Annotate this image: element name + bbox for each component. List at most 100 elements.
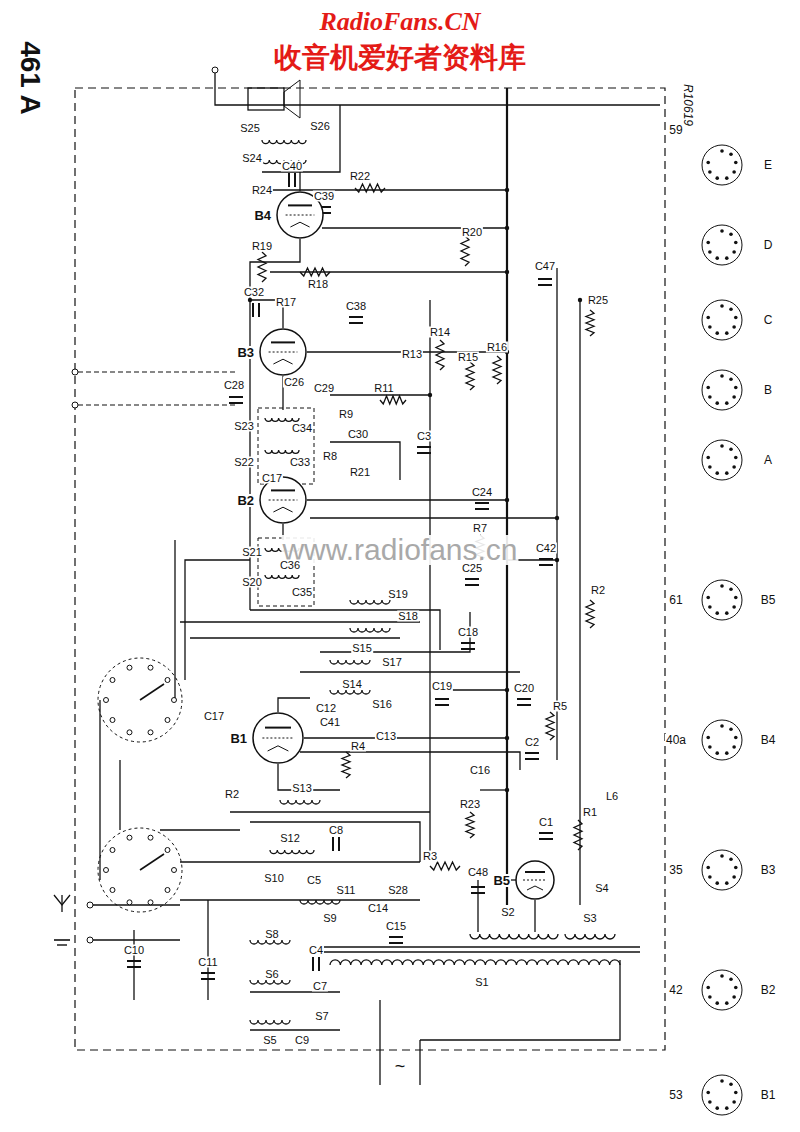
socket-pin (734, 736, 738, 740)
coil-symbol (330, 690, 370, 694)
socket-pin (715, 331, 719, 335)
socket-pin (734, 161, 738, 165)
socket-label: C (763, 314, 774, 326)
component-label: C9 (294, 1035, 310, 1046)
wire (480, 789, 507, 790)
socket-pin (725, 1001, 729, 1005)
socket-pin (720, 974, 724, 978)
socket-pin (708, 395, 712, 399)
coil-symbol (270, 850, 314, 854)
socket-pin (734, 1091, 738, 1095)
junction-dot (505, 788, 509, 792)
component-label: C1 (538, 817, 554, 828)
component-label: C34 (291, 423, 313, 434)
wire (310, 517, 557, 518)
coil-symbol (350, 628, 390, 632)
capacitor-symbol (127, 961, 141, 967)
resistor-symbol (300, 268, 330, 276)
resistor-symbol (586, 310, 594, 336)
socket-pin (729, 727, 733, 731)
wire (250, 1029, 340, 1030)
socket-pin (725, 331, 729, 335)
socket-label: A (763, 454, 773, 466)
socket-pin (708, 605, 712, 609)
component-label: S15 (351, 643, 373, 654)
switch-contact (127, 665, 132, 670)
socket-label: B2 (760, 984, 777, 996)
capacitor-symbol (313, 957, 319, 971)
tube-label: B3 (236, 346, 255, 359)
component-label: S1 (474, 977, 489, 988)
pickup-terminal (72, 402, 78, 408)
component-label: S18 (397, 611, 419, 622)
socket-pin (706, 161, 710, 165)
coil-symbol (265, 450, 299, 453)
wire (579, 300, 580, 905)
socket-pin (715, 176, 719, 180)
coil-symbol (280, 800, 320, 804)
socket-pin (706, 736, 710, 740)
socket-pin (715, 256, 719, 260)
capacitor-symbol (229, 397, 243, 403)
resistor-symbol (461, 236, 469, 266)
tube-node: B3 (259, 328, 307, 376)
socket-pin (715, 1106, 719, 1110)
socket-label: 61 (668, 594, 683, 606)
socket-pin (720, 1079, 724, 1083)
socket-pin (732, 745, 736, 749)
component-label: C25 (461, 563, 483, 574)
component-label: S11 (336, 885, 357, 896)
tube-label: B2 (236, 494, 255, 507)
capacitor-symbol (289, 173, 295, 187)
coil-symbol (470, 934, 558, 939)
socket-pin (729, 1082, 733, 1086)
component-label: C20 (513, 683, 535, 694)
component-label: S23 (233, 421, 255, 432)
socket-label: B4 (760, 734, 777, 746)
component-label: S6 (264, 969, 279, 980)
capacitor-symbol (539, 833, 553, 839)
socket-pin (708, 170, 712, 174)
wire (250, 822, 420, 862)
component-label: C48 (467, 867, 489, 878)
resistor-symbol (574, 820, 582, 850)
capacitor-symbol (475, 503, 489, 509)
component-label: R18 (307, 279, 329, 290)
socket-pin (732, 875, 736, 879)
component-label: R21 (349, 467, 371, 478)
component-label: C18 (457, 627, 479, 638)
component-label: C29 (313, 383, 335, 394)
socket-pin (715, 471, 719, 475)
socket-pin (732, 325, 736, 329)
wire (250, 991, 340, 992)
socket-pin (708, 465, 712, 469)
socket-diagram (702, 440, 742, 480)
socket-pin (706, 386, 710, 390)
component-label: R3 (422, 851, 438, 862)
component-label: C42 (535, 543, 557, 554)
socket-pin (720, 374, 724, 378)
component-label: C38 (345, 301, 367, 312)
socket-diagram (702, 580, 742, 620)
wire (250, 610, 440, 650)
pickup-wire (78, 371, 235, 372)
component-label: C47 (534, 261, 556, 272)
socket-pin (734, 456, 738, 460)
component-label: S8 (264, 929, 279, 940)
component-label: S2 (500, 907, 515, 918)
component-label: S20 (241, 577, 263, 588)
component-label: S16 (371, 699, 393, 710)
socket-pin (708, 1100, 712, 1104)
component-label: C14 (367, 903, 389, 914)
socket-pin (720, 149, 724, 153)
component-label: R5 (552, 701, 568, 712)
component-label: S3 (582, 913, 597, 924)
component-label: S9 (322, 913, 337, 924)
junction-dot (505, 498, 509, 502)
coil-symbol (330, 960, 620, 965)
junction-dot (248, 298, 252, 302)
component-label: R2 (590, 585, 606, 596)
socket-pin (732, 250, 736, 254)
component-label: C3 (416, 431, 432, 442)
